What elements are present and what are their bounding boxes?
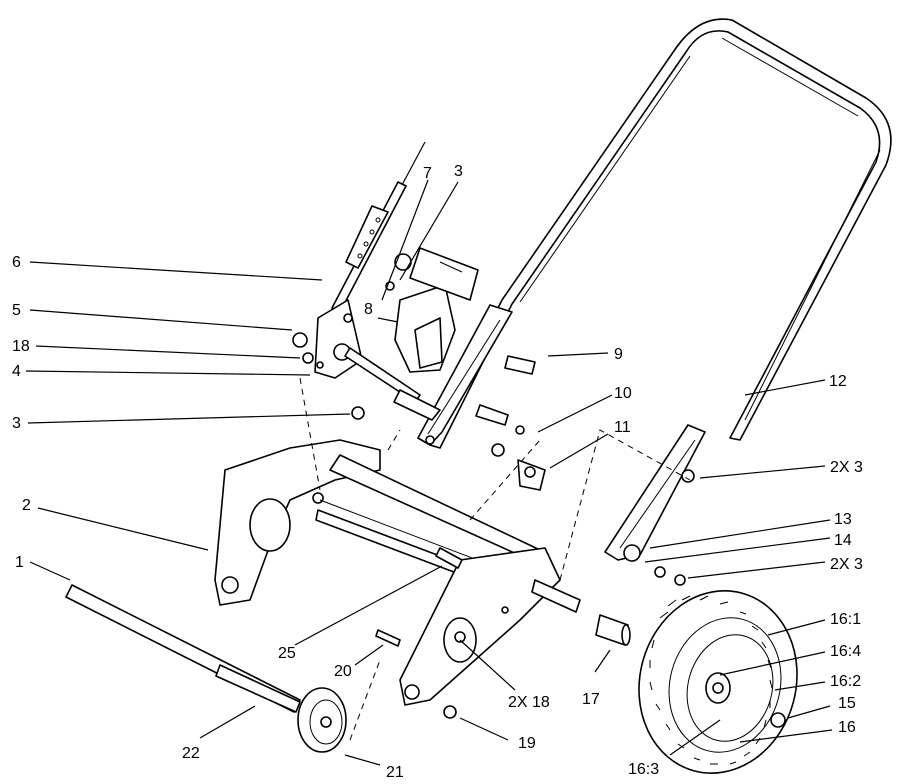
chute-bracket xyxy=(394,247,479,373)
callout-16-4: 16:4 xyxy=(830,643,861,660)
crank-shaft xyxy=(344,347,441,421)
callout-3-left: 3 xyxy=(12,415,21,432)
assembly-guides xyxy=(299,377,691,741)
callout-19: 19 xyxy=(518,735,536,752)
callout-20: 20 xyxy=(334,663,352,680)
roller-shaft xyxy=(65,584,301,713)
handle-part xyxy=(429,18,892,449)
roller-wheel xyxy=(297,687,347,753)
callout-8: 8 xyxy=(364,301,373,318)
callout-3-top: 3 xyxy=(454,163,463,180)
callout-16-1: 16:1 xyxy=(830,611,861,628)
axle-part xyxy=(531,579,631,646)
callout-18: 18 xyxy=(12,338,30,355)
callout-labels: 6 7 3 5 8 18 4 9 3 10 12 11 2X 3 2 13 14… xyxy=(12,163,863,781)
callout-21: 21 xyxy=(386,764,404,781)
callout-11: 11 xyxy=(614,419,631,436)
bolt-nut xyxy=(375,629,457,719)
control-rod xyxy=(331,141,426,313)
leader-lines xyxy=(25,179,833,766)
mount-plate xyxy=(314,299,363,379)
callout-16-2: 16:2 xyxy=(830,673,861,690)
callout-15: 15 xyxy=(838,695,856,712)
callout-6: 6 xyxy=(12,254,21,271)
wheel-part xyxy=(638,590,798,774)
small-hardware xyxy=(292,281,695,586)
callout-7: 7 xyxy=(423,165,432,182)
callout-16-3: 16:3 xyxy=(628,761,659,778)
callout-2x18: 2X 18 xyxy=(508,694,550,711)
frame-part xyxy=(214,439,561,706)
callout-5: 5 xyxy=(12,302,21,319)
callout-1: 1 xyxy=(15,554,24,571)
callout-25: 25 xyxy=(278,645,296,662)
handle-bracket-right xyxy=(604,424,706,561)
callout-22: 22 xyxy=(182,745,200,762)
callout-2x3-lower: 2X 3 xyxy=(830,556,863,573)
callout-12: 12 xyxy=(829,373,847,390)
callout-13: 13 xyxy=(834,511,852,528)
callout-2x3-upper: 2X 3 xyxy=(830,459,863,476)
callout-17: 17 xyxy=(582,691,600,708)
callout-2: 2 xyxy=(22,497,31,514)
callout-4: 4 xyxy=(12,363,21,380)
callout-16: 16 xyxy=(838,719,856,736)
callout-9: 9 xyxy=(614,346,623,363)
callout-10: 10 xyxy=(614,385,632,402)
callout-14: 14 xyxy=(834,532,852,549)
